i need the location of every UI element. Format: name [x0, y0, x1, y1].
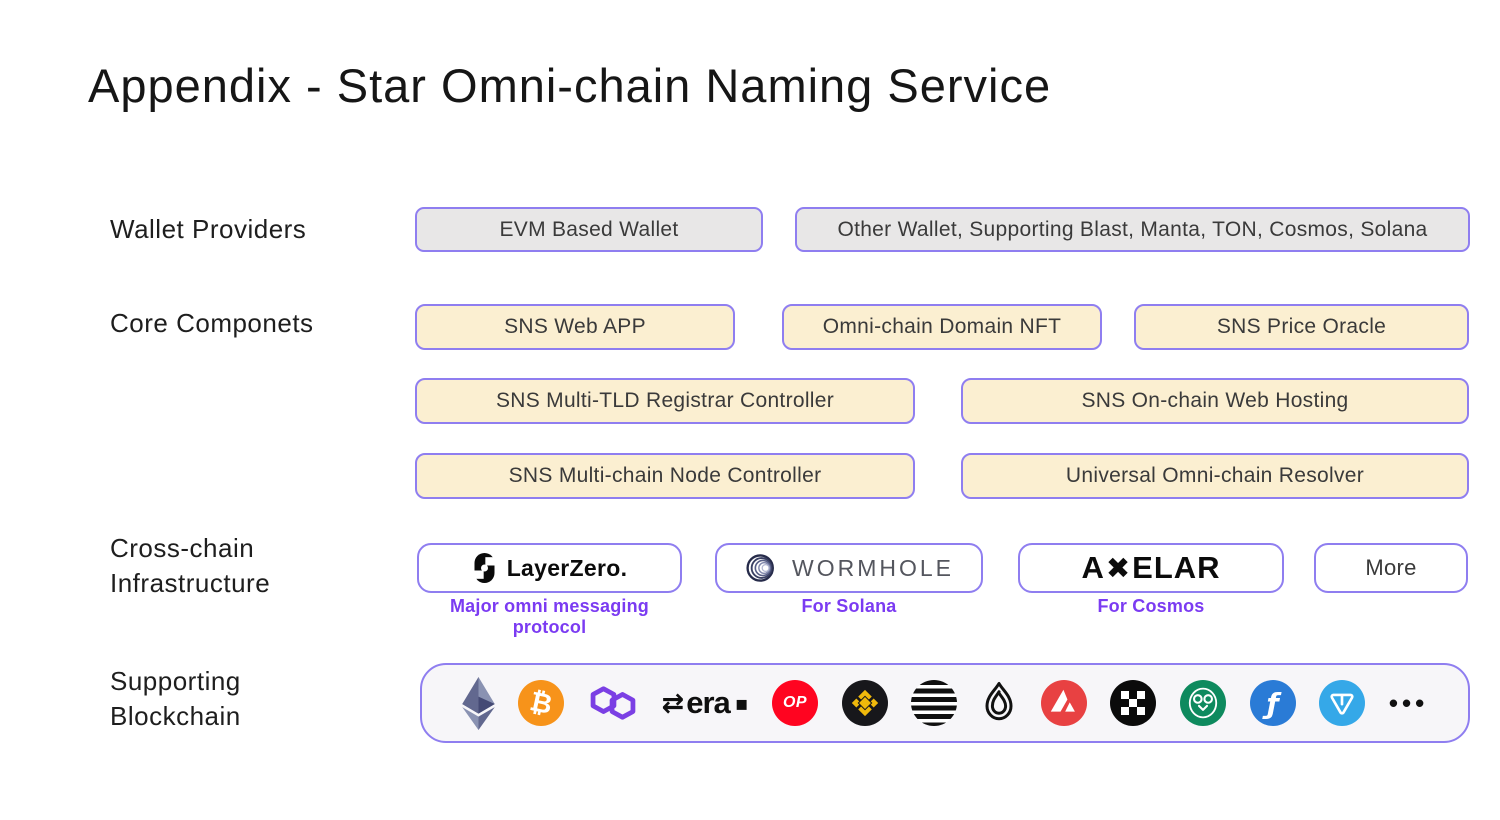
supporting-blockchain-box: ₿ ⇄ era ▪ OP [420, 663, 1470, 743]
wormhole-label: WORMHOLE [792, 554, 954, 581]
zksync-square-icon: ▪ [734, 691, 749, 715]
label-supporting-line2: Blockchain [110, 701, 241, 731]
box-sns-on-chain-web-hosting: SNS On-chain Web Hosting [961, 378, 1469, 424]
axelar-text-post: ELAR [1132, 550, 1221, 585]
more-chains-dots-icon: ••• [1388, 687, 1429, 718]
box-more-infrastructure: More [1314, 543, 1468, 593]
label-cross-chain-line1: Cross-chain [110, 533, 255, 563]
axelar-caption: For Cosmos [1097, 596, 1205, 616]
label-supporting-line1: Supporting [110, 666, 241, 696]
label-cross-chain-infrastructure: Cross-chain Infrastructure [110, 531, 270, 601]
filecoin-icon: ƒ [1249, 680, 1296, 726]
optimism-icon: OP [772, 680, 819, 726]
box-sns-web-app: SNS Web APP [415, 304, 735, 350]
label-wallet-providers: Wallet Providers [110, 214, 307, 244]
okx-icon [1110, 680, 1157, 726]
box-layerzero: LayerZero. [417, 543, 682, 593]
box-axelar: A ✖ ELAR [1018, 543, 1284, 593]
zksync-arrows-icon: ⇄ [661, 687, 685, 719]
polygon-icon [588, 684, 638, 722]
label-supporting-blockchain: Supporting Blockchain [110, 664, 241, 734]
manta-icon [911, 680, 958, 726]
axelar-logo: A ✖ ELAR [1081, 550, 1220, 586]
box-omni-chain-domain-nft: Omni-chain Domain NFT [782, 304, 1102, 350]
page-title: Appendix - Star Omni-chain Naming Servic… [88, 59, 1052, 112]
wormhole-caption: For Solana [801, 596, 897, 616]
more-label: More [1365, 555, 1417, 580]
box-wormhole: WORMHOLE [715, 543, 983, 593]
sui-icon [981, 680, 1017, 726]
layerzero-icon [472, 550, 497, 586]
wormhole-icon [744, 550, 780, 586]
box-universal-omni-chain-resolver: Universal Omni-chain Resolver [961, 453, 1469, 499]
box-sns-multi-tld-registrar-controller: SNS Multi-TLD Registrar Controller [415, 378, 915, 424]
axelar-x-icon: ✖ [1105, 551, 1132, 585]
bitcoin-glyph: ₿ [527, 685, 556, 721]
box-sns-multi-chain-node-controller: SNS Multi-chain Node Controller [415, 453, 915, 499]
avalanche-icon [1040, 680, 1087, 726]
bnb-chain-icon [841, 680, 888, 726]
zksync-era-label: era [686, 685, 731, 720]
label-cross-chain-line2: Infrastructure [110, 568, 271, 598]
label-core-components: Core Componets [110, 308, 314, 338]
zksync-era-icon: ⇄ era ▪ [662, 685, 749, 721]
layerzero-label: LayerZero. [506, 554, 628, 581]
ethereum-icon [461, 676, 495, 730]
okx-grid [1121, 691, 1146, 715]
box-other-wallet: Other Wallet, Supporting Blast, Manta, T… [795, 207, 1470, 252]
axelar-text-pre: A [1081, 550, 1105, 585]
filecoin-glyph: ƒ [1266, 686, 1279, 720]
box-evm-based-wallet: EVM Based Wallet [415, 207, 763, 252]
box-sns-price-oracle: SNS Price Oracle [1134, 304, 1469, 350]
gnosis-icon [1179, 680, 1226, 726]
bitcoin-icon: ₿ [518, 680, 565, 726]
optimism-glyph: OP [782, 694, 808, 711]
layerzero-caption: Major omni messaging protocol [449, 596, 650, 637]
ton-icon [1319, 680, 1366, 726]
